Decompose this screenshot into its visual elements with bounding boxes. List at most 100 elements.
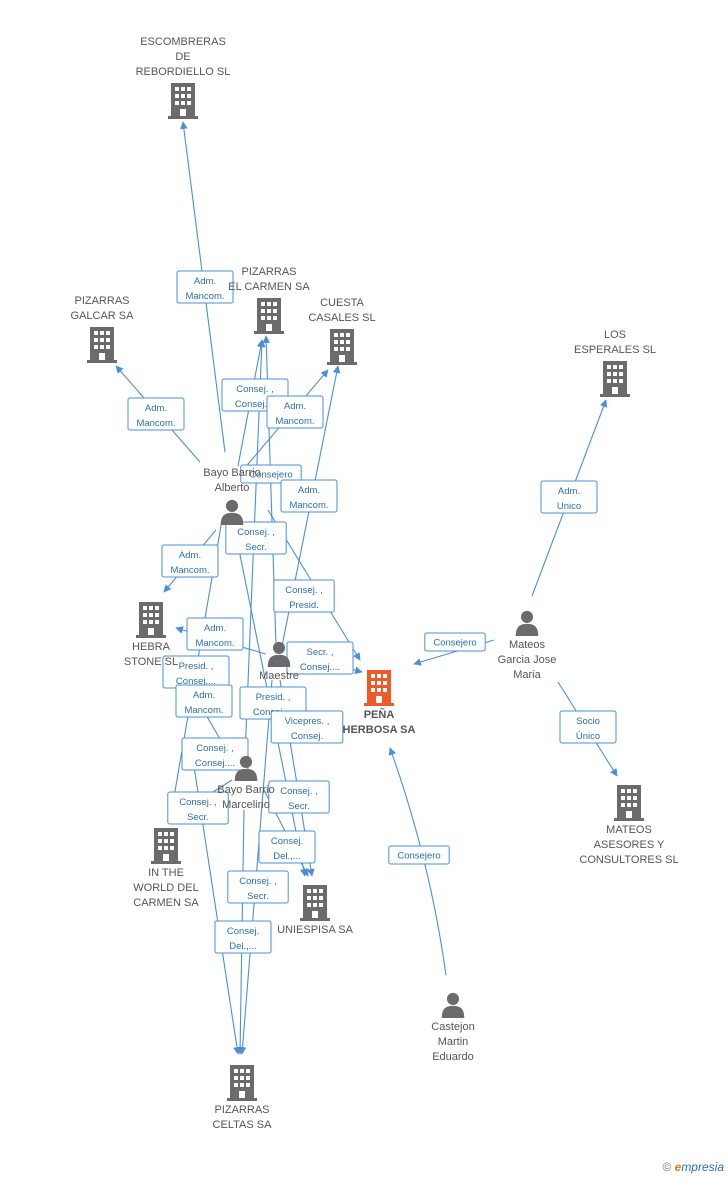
edge-label[interactable]: Vicepres. ,Consej.: [270, 710, 344, 744]
edge-label-text: Adm.: [179, 550, 201, 561]
edge-label[interactable]: Adm.Mancom.: [176, 270, 234, 304]
edge-label[interactable]: Consejero: [388, 845, 450, 865]
building-icon: [151, 828, 181, 864]
edge-maestre-celtas: [238, 679, 273, 1055]
node-label-line: CARMEN SA: [133, 897, 199, 909]
edge-label-text: Mancom.: [136, 418, 175, 429]
node-label-line: Martin: [438, 1036, 469, 1048]
edge-label-box: [268, 780, 330, 814]
edge-label-text: Del.,...: [229, 941, 256, 952]
node-label-line: ESCOMBRERAS: [140, 36, 226, 48]
node-label-line: Bayo Barrio: [203, 467, 260, 479]
edge-label-text: Consej. ,: [280, 786, 318, 797]
edge-label[interactable]: Adm.Unico: [540, 480, 598, 514]
node-label-line: Eduardo: [432, 1051, 474, 1063]
node-label-line: Maria: [513, 669, 541, 681]
edge-label[interactable]: Consej. ,Secr.: [268, 780, 330, 814]
edge-label-text: Secr.: [247, 891, 269, 902]
edge-label-box: [280, 479, 338, 513]
node-label-line: Mateos: [509, 639, 546, 651]
edge-label[interactable]: Secr. ,Consej....: [286, 641, 354, 675]
edge-label-text: Consej.: [227, 926, 259, 937]
node-pizarras-carmen[interactable]: PIZARRAS EL CARMEN SA: [228, 266, 310, 334]
edge-label-box: [175, 684, 233, 718]
edge-label-text: Presid. ,: [256, 692, 291, 703]
edge-label[interactable]: Adm.Mancom.: [186, 617, 244, 651]
edge-label-text: Adm.: [204, 623, 226, 634]
building-icon: [168, 83, 198, 119]
edge-label-box: [186, 617, 244, 651]
edge-label-box: [559, 710, 617, 744]
edge-label-text: Secr. ,: [307, 647, 334, 658]
edge-label[interactable]: Adm.Mancom.: [280, 479, 338, 513]
node-label-line: DE: [175, 51, 190, 63]
brand-logo-rest: mpresia: [681, 1160, 724, 1174]
node-label-line: CELTAS SA: [213, 1119, 273, 1131]
person-icon: [220, 499, 244, 525]
node-label-line: UNIESPISA SA: [277, 924, 353, 936]
edge-label-text: Mancom.: [184, 705, 223, 716]
edge-labels: Adm.Mancom.Adm.Mancom.Consej. ,Consej...…: [127, 270, 617, 954]
edge-label-text: Consej. ,: [179, 797, 217, 808]
node-label-line: ESPERALES SL: [574, 344, 656, 356]
edge-label-text: Presid. ,: [179, 661, 214, 672]
edge-label[interactable]: Consejero: [424, 632, 486, 652]
edge-label-text: Secr.: [245, 542, 267, 553]
node-label-line: EL CARMEN SA: [228, 281, 310, 293]
edge-label-box: [227, 870, 289, 904]
person-icon: [515, 610, 539, 636]
node-label-line: PIZARRAS: [214, 1104, 269, 1116]
edge-label[interactable]: Adm.Mancom.: [127, 397, 185, 431]
edge-label-box: [176, 270, 234, 304]
edge-label-text: Unico: [557, 501, 581, 512]
node-hebra-stone[interactable]: HEBRA STONE SL: [124, 602, 178, 668]
edge-label-text: Consej.: [291, 731, 323, 742]
node-label-line: HEBRA: [132, 641, 171, 653]
edge-label[interactable]: Consej. , Secr.: [225, 521, 287, 555]
edge-label[interactable]: Consej. ,Presid.: [273, 579, 335, 613]
brand-logo-initial: e: [674, 1160, 682, 1174]
edge-label-text: Consej....: [235, 399, 275, 410]
node-uniespisa[interactable]: UNIESPISA SA: [277, 885, 354, 936]
edge-label[interactable]: Consej. Del.,...: [214, 920, 272, 954]
node-maestre[interactable]: Maestre: [259, 641, 299, 682]
edge-label-text: Consej. ,: [236, 384, 274, 395]
node-label-line: STONE SL: [124, 656, 178, 668]
edge-label-text: Consej....: [195, 758, 235, 769]
edge-label-box: [540, 480, 598, 514]
building-icon: [327, 329, 357, 365]
edge-label[interactable]: Consejero: [240, 464, 302, 484]
node-escombreras[interactable]: ESCOMBRERAS DE REBORDIELLO SL: [136, 36, 231, 119]
edge-label[interactable]: Consej. ,Secr.: [167, 791, 229, 825]
edge-label-text: Consej. ,: [237, 527, 275, 538]
node-label-line: PIZARRAS: [241, 266, 296, 278]
node-label-line: Bayo Barrio: [217, 784, 274, 796]
node-label-line: IN THE: [148, 867, 184, 879]
edge-label-text: Consej.: [271, 836, 303, 847]
nodes: ESCOMBRERAS DE REBORDIELLO SL PIZARRAS EL CA…: [71, 36, 679, 1131]
edge-label-text: Mancom.: [185, 291, 224, 302]
edge-label[interactable]: Consej. ,Consej....: [181, 737, 249, 771]
edge-label[interactable]: Adm.Mancom.: [175, 684, 233, 718]
edge-label[interactable]: Adm.Mancom.: [161, 544, 219, 578]
node-label-line: REBORDIELLO SL: [136, 66, 231, 78]
building-icon: [227, 1065, 257, 1101]
edge-label[interactable]: Consej. ,Secr.: [227, 870, 289, 904]
edge-label[interactable]: Consej.Del.,...: [258, 830, 316, 864]
edge-label-text: Consej. ,: [285, 585, 323, 596]
edge-label[interactable]: Adm.Mancom.: [266, 395, 324, 429]
node-pizarras-celtas[interactable]: PIZARRAS CELTAS SA: [213, 1065, 273, 1131]
node-label-line: CASALES SL: [308, 312, 375, 324]
